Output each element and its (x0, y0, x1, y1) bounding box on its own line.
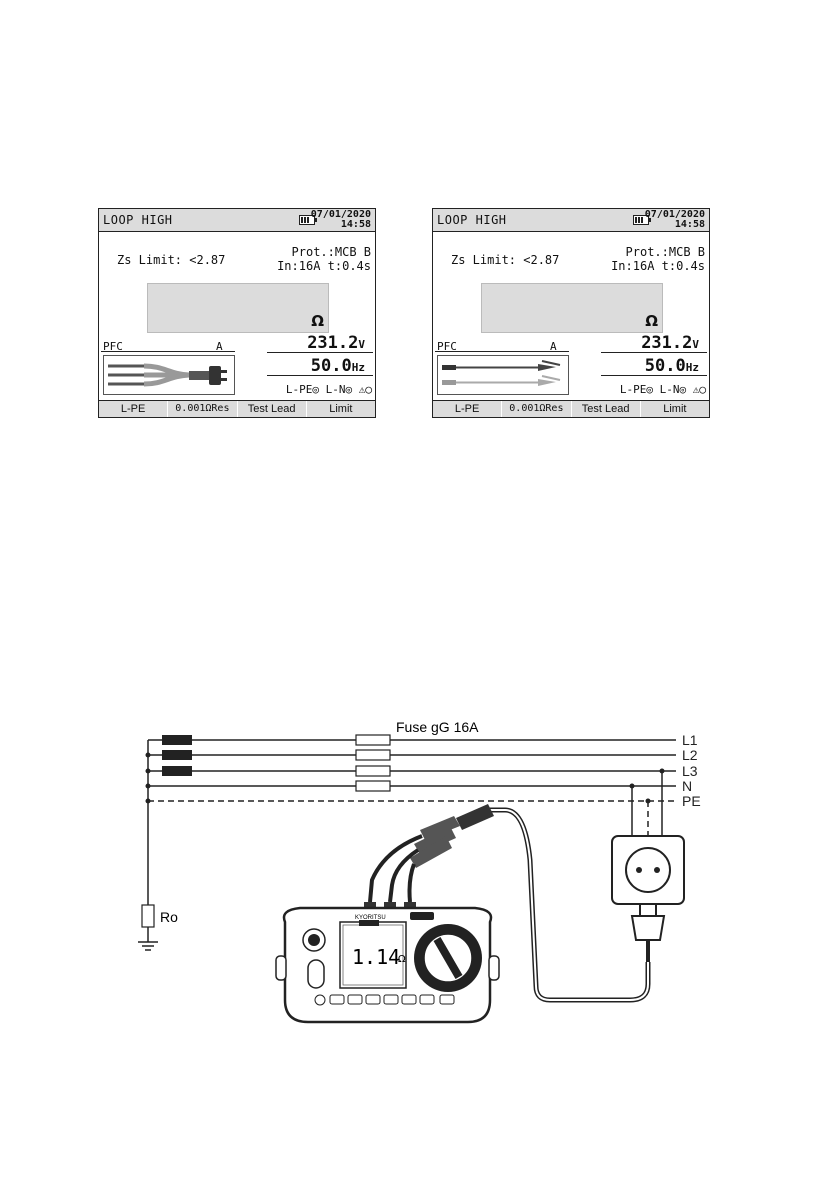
fkey-test-lead[interactable]: Test Lead (572, 401, 641, 417)
divider (435, 351, 569, 352)
screen-title: LOOP HIGH (437, 213, 507, 227)
label-l3: L3 (682, 763, 698, 779)
rating: In:16A t:0.4s (277, 259, 371, 273)
frequency-reading: 50.0Hz (310, 356, 365, 376)
divider (101, 351, 235, 352)
voltage-reading: 231.2V (641, 333, 699, 353)
mains-plug-icon (630, 904, 666, 962)
resistance-readout: Ω (147, 283, 329, 333)
divider (601, 375, 707, 376)
battery-icon (299, 215, 317, 225)
label-l1: L1 (682, 732, 698, 748)
protection-type: Prot.:MCB B (291, 245, 371, 259)
function-key-bar: L-PE 0.001ΩRes Test Lead Limit (433, 400, 709, 417)
wiring-indicators: L-PE◎ L-N◎ ⚠◯ (285, 383, 372, 396)
label-n: N (682, 778, 692, 794)
screen-title: LOOP HIGH (103, 213, 173, 227)
fkey-l-pe[interactable]: L-PE (99, 401, 169, 417)
earth-resistor (141, 904, 155, 928)
fkey-test-lead[interactable]: Test Lead (238, 401, 307, 417)
pfc-unit: A (550, 340, 557, 353)
fuses (355, 734, 391, 792)
meter-reading: 1.14 (352, 945, 400, 969)
fkey-l-pe[interactable]: L-PE (433, 401, 503, 417)
conductor-lines (147, 739, 676, 905)
divider (267, 352, 373, 353)
multifunction-tester-icon: KYORITSU (275, 906, 500, 1024)
divider (267, 375, 373, 376)
battery-icon (633, 215, 651, 225)
meter-unit: Ω (398, 954, 406, 965)
fkey-low-res[interactable]: 0.001ΩRes (502, 401, 572, 417)
zs-limit: Zs Limit: <2.87 (451, 253, 560, 267)
divider (601, 352, 707, 353)
resistance-readout: Ω (481, 283, 663, 333)
label-pe: PE (682, 793, 701, 809)
lead-adapter-icon (410, 804, 494, 868)
fkey-low-res[interactable]: 0.001ΩRes (168, 401, 238, 417)
protection-type: Prot.:MCB B (625, 245, 705, 259)
clip-lead-icon (437, 355, 569, 395)
pfc-label: PFC (437, 340, 457, 353)
label-l2: L2 (682, 747, 698, 763)
fkey-limit[interactable]: Limit (663, 403, 687, 415)
resistor-label: Ro (160, 909, 178, 925)
ohm-unit: Ω (311, 312, 324, 330)
frequency-reading: 50.0Hz (644, 356, 699, 376)
voltage-reading: 231.2V (307, 333, 365, 353)
fuse-label: Fuse gG 16A (396, 719, 479, 735)
wall-socket-icon (611, 835, 685, 905)
pfc-label: PFC (103, 340, 123, 353)
phase-markers (162, 735, 192, 776)
pfc-unit: A (216, 340, 223, 353)
mains-plug-lead-icon (103, 355, 235, 395)
wiring-diagram: Fuse gG 16A L1 L2 L3 N PE Ro (138, 719, 701, 1024)
fkey-limit[interactable]: Limit (329, 403, 353, 415)
ohm-unit: Ω (645, 312, 658, 330)
rating: In:16A t:0.4s (611, 259, 705, 273)
meter-brand: KYORITSU (355, 915, 386, 921)
zs-limit: Zs Limit: <2.87 (117, 253, 226, 267)
function-key-bar: L-PE 0.001ΩRes Test Lead Limit (99, 400, 375, 417)
ground-icon (138, 941, 158, 951)
wiring-indicators: L-PE◎ L-N◎ ⚠◯ (619, 383, 706, 396)
